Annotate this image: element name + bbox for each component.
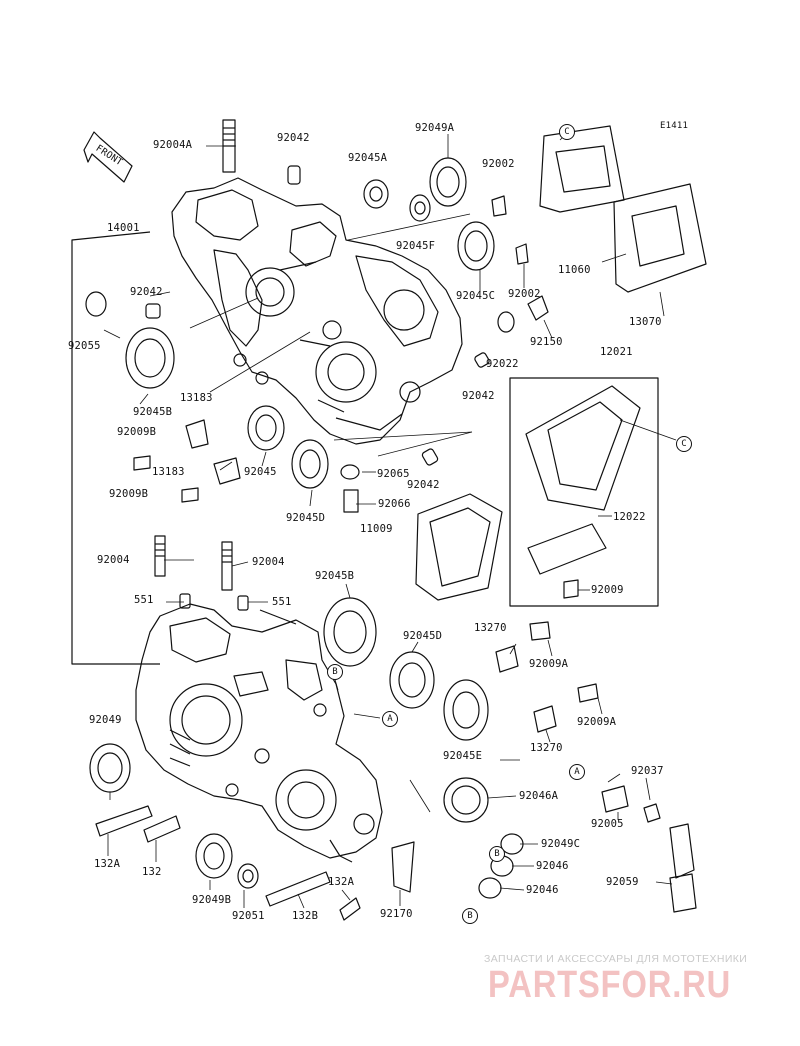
part-label: 92009 bbox=[591, 584, 624, 596]
part-label: 92045C bbox=[456, 290, 496, 302]
part-label: 13183 bbox=[180, 392, 213, 404]
part-label: 92049B bbox=[192, 894, 232, 906]
part-label: 92045A bbox=[348, 152, 388, 164]
part-label: 13270 bbox=[474, 622, 507, 634]
part-label: 92045D bbox=[286, 512, 326, 524]
part-label: 92049 bbox=[89, 714, 122, 726]
intake-gaskets bbox=[415, 125, 707, 607]
part-label: 92170 bbox=[380, 908, 413, 920]
ref-callout-b: B bbox=[489, 846, 505, 862]
part-label: 132A bbox=[94, 858, 121, 870]
part-label: 92049A bbox=[415, 122, 455, 134]
part-label: 92065 bbox=[377, 468, 410, 480]
part-label: 92042 bbox=[130, 286, 163, 298]
part-label: 551 bbox=[272, 596, 292, 608]
ref-callout-c: C bbox=[676, 436, 692, 452]
part-label: 92046 bbox=[536, 860, 569, 872]
part-label: 92004A bbox=[153, 139, 193, 151]
upper-crankcase bbox=[171, 177, 463, 445]
part-label: 92002 bbox=[508, 288, 541, 300]
part-label: 11060 bbox=[558, 264, 591, 276]
part-label: 92042 bbox=[277, 132, 310, 144]
part-label: 92042 bbox=[462, 390, 495, 402]
part-label: 132B bbox=[292, 910, 319, 922]
part-label: 92055 bbox=[68, 340, 101, 352]
part-label: 92046A bbox=[519, 790, 559, 802]
ref-callout-c: C bbox=[559, 124, 575, 140]
part-label: 92049C bbox=[541, 838, 581, 850]
ref-callout-a: A bbox=[382, 711, 398, 727]
watermark-logo: PARTSFOR.RU bbox=[488, 964, 732, 1006]
ref-callout-b: B bbox=[462, 908, 478, 924]
part-label: 92051 bbox=[232, 910, 265, 922]
part-label: 92045B bbox=[315, 570, 355, 582]
part-label: 92045B bbox=[133, 406, 173, 418]
part-label: 14001 bbox=[107, 222, 140, 234]
part-label: 92150 bbox=[530, 336, 563, 348]
part-label: 92004 bbox=[252, 556, 285, 568]
part-label: 12022 bbox=[613, 511, 646, 523]
part-label: 92005 bbox=[591, 818, 624, 830]
part-label: 92066 bbox=[378, 498, 411, 510]
bearings bbox=[125, 157, 495, 741]
part-label: 132A bbox=[328, 876, 355, 888]
part-label: 92022 bbox=[486, 358, 519, 370]
lower-crankcase bbox=[135, 603, 383, 863]
part-label: 92042 bbox=[407, 479, 440, 491]
part-label: 92045E bbox=[443, 750, 483, 762]
ref-callout-a: A bbox=[569, 764, 585, 780]
part-label: 92059 bbox=[606, 876, 639, 888]
ref-callout-b: B bbox=[327, 664, 343, 680]
part-label: 92009B bbox=[109, 488, 149, 500]
part-label: 92009B bbox=[117, 426, 157, 438]
leader-lines bbox=[103, 131, 677, 909]
part-label: 13183 bbox=[152, 466, 185, 478]
dowel-pins bbox=[145, 165, 490, 611]
front-arrow-icon bbox=[83, 131, 133, 183]
page-code: E1411 bbox=[660, 121, 689, 131]
part-label: 92009A bbox=[529, 658, 569, 670]
part-label: 92037 bbox=[631, 765, 664, 777]
part-label: 11009 bbox=[360, 523, 393, 535]
part-label: 92045D bbox=[403, 630, 443, 642]
part-label: 92009A bbox=[577, 716, 617, 728]
part-label: 92004 bbox=[97, 554, 130, 566]
part-label: 12021 bbox=[600, 346, 633, 358]
part-label: 92045F bbox=[396, 240, 436, 252]
part-label: 13070 bbox=[629, 316, 662, 328]
part-label: 551 bbox=[134, 594, 154, 606]
bolts bbox=[95, 195, 697, 921]
part-label: 92045 bbox=[244, 466, 277, 478]
part-label: 13270 bbox=[530, 742, 563, 754]
part-label: 92046 bbox=[526, 884, 559, 896]
part-label: 92002 bbox=[482, 158, 515, 170]
part-label: 132 bbox=[142, 866, 162, 878]
watermark-subtitle: ЗАПЧАСТИ И АКСЕССУАРЫ ДЛЯ МОТОТЕХНИКИ bbox=[484, 953, 748, 965]
